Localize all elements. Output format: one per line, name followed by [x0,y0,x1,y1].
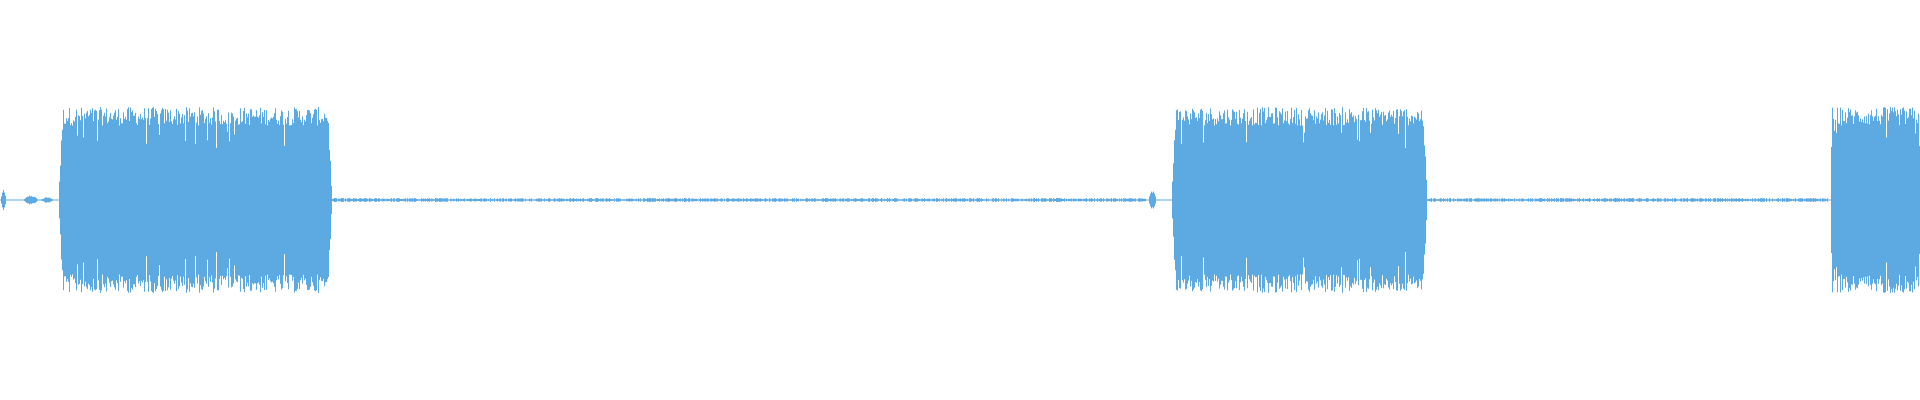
waveform-trace [1,107,1920,293]
